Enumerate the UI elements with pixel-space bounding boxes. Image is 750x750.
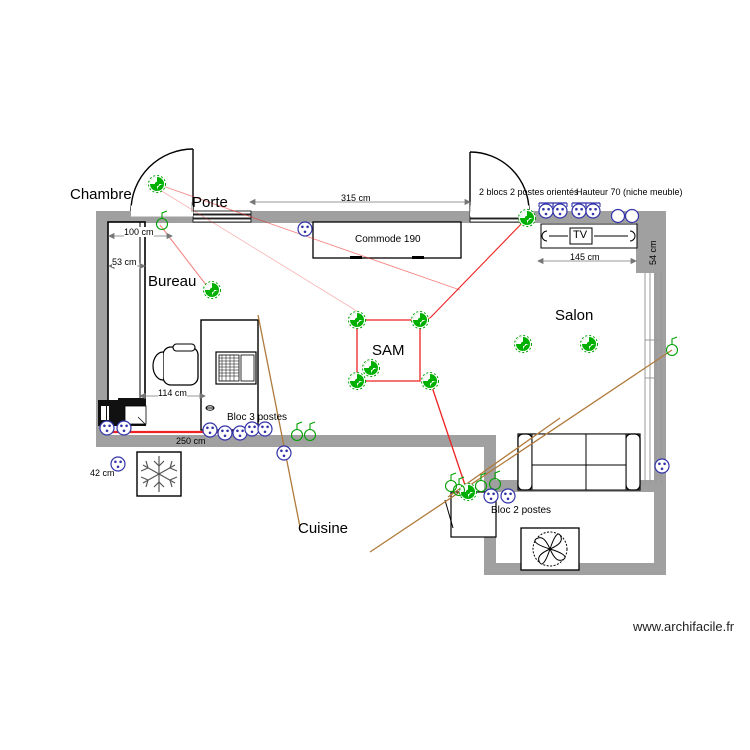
office-chair-icon: [152, 343, 199, 386]
wardrobe-icon: [107, 221, 146, 403]
ceiling-light-icon-salon-2: [580, 335, 598, 353]
ceiling-light-icon-sam-3: [348, 372, 366, 390]
tv-socket-icon: [624, 208, 640, 224]
power-socket-icon-bloc2-1: [483, 488, 499, 504]
network-socket-icon-bloc3: [257, 421, 273, 437]
dresser-icon: [312, 221, 462, 259]
ceiling-light-icon-sam-2: [411, 311, 429, 329]
window-icon: [644, 273, 662, 485]
ceiling-light-icon-sam-1: [348, 311, 366, 329]
power-socket-icon-bloc3-4: [244, 421, 260, 437]
power-socket-icon-kitchen-1: [99, 420, 115, 436]
power-socket-icon-fridge: [110, 456, 126, 472]
power-socket-icon-kitchen-2: [116, 420, 132, 436]
ceiling-light-icon-chambre: [148, 175, 166, 193]
door-swing-icon-porte: [130, 148, 252, 223]
walls: [96, 211, 666, 575]
ceiling-light-icon-sam-4: [421, 372, 439, 390]
power-socket-icon-tv-b1: [571, 202, 587, 219]
power-socket-icon-tv-a2: [552, 202, 568, 219]
phone-socket-icon-tv: [610, 208, 626, 224]
power-socket-icon-bloc3-2: [217, 425, 233, 441]
tv-unit-icon: [540, 223, 638, 249]
ceiling-light-icon-bureau: [203, 281, 221, 299]
power-socket-icon-bloc3-1: [202, 422, 218, 438]
ceiling-light-icon-salon-1: [514, 335, 532, 353]
sofa-icon: [517, 433, 641, 491]
ceiling-light-icon-entree: [518, 209, 536, 227]
fan-icon: [520, 527, 580, 571]
door-swing-icon-entree: [469, 151, 530, 223]
ceiling-light-icon-desk: [362, 359, 380, 377]
power-socket-icon-kitchen-3: [276, 445, 292, 461]
power-socket-icon-bloc2-2: [500, 488, 516, 504]
light-switch-icon-salon-1: [444, 472, 458, 493]
power-socket-icon-tv-a1: [538, 202, 554, 219]
power-socket-icon-salon-window: [654, 458, 670, 474]
power-socket-icon-commode: [297, 221, 313, 237]
desk-icon: [200, 319, 259, 431]
power-socket-icon-tv-b2: [585, 202, 601, 219]
fridge-snowflake-icon: [136, 451, 182, 497]
